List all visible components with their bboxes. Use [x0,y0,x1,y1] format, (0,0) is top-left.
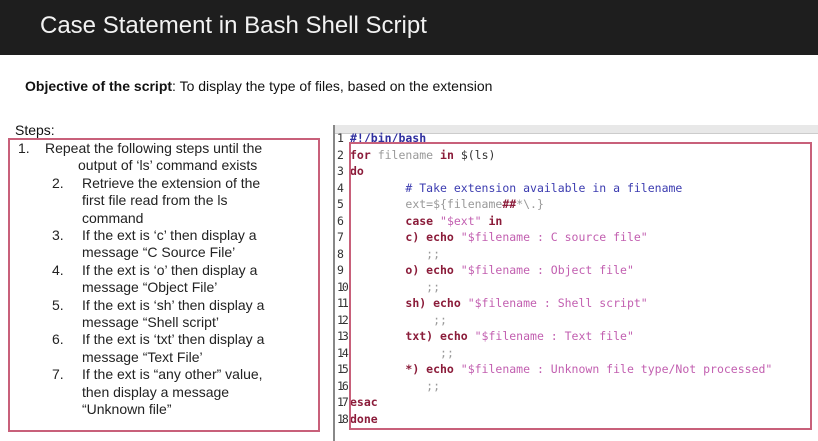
code-token: "$filename : Text file" [467,329,634,343]
code-token: *) echo [405,362,454,376]
code-token: case [405,213,434,228]
line-number: 11 [337,296,349,310]
line-number: 14 [337,345,349,360]
code-highlight-box [349,142,812,430]
code-token: sh) echo [405,296,461,310]
line-number: 1 [337,131,344,145]
steps-label: Steps: [15,122,55,138]
step-text: message “C Source File’ [82,244,236,261]
step-text: Retrieve the extension of the [82,174,261,191]
step-text: then display a message [82,383,230,400]
code-line: 14 ;; [337,346,454,362]
step-text: output of ‘ls’ command exists [78,157,258,174]
code-token: done [350,411,378,426]
line-number: 5 [337,197,344,211]
code-token: in [440,147,454,162]
line-number: 7 [337,230,344,244]
step-text: message “Shell script’ [82,313,219,330]
code-line: 3 do [337,164,364,180]
line-number: 9 [337,263,344,277]
step-number: 7. [52,366,64,383]
line-number: 13 [337,329,349,343]
line-number: 4 [337,180,344,195]
step-text: command [82,209,144,226]
step-text: message “Object File’ [82,279,218,296]
objective-label: Objective of the script [25,78,173,94]
code-token: esac [350,395,378,409]
step-text: If the ext is ‘o’ then display a [82,261,258,278]
code-token: # Take extension available in a filename [405,180,683,195]
step-text: If the ext is ‘txt’ then display a [82,331,265,348]
step-text: Repeat the following steps until the [45,140,263,156]
code-editor [333,125,818,441]
code-line: 11 sh) echo "$filename : Shell script" [337,296,648,312]
objective-text: : To display the type of files, based on… [172,78,493,94]
code-token: in [488,213,503,228]
code-token: do [350,164,364,178]
code-token: ## [502,197,517,211]
line-number: 17 [337,395,349,409]
step-number: 4. [52,261,64,278]
code-line: 5 ext=${filename##*\.} [337,197,544,213]
step-number: 2. [52,174,64,191]
editor-toolbar [335,125,818,134]
code-token: ;; [440,345,454,360]
objective: Objective of the script: To display the … [25,78,492,94]
code-token: ;; [426,378,441,393]
code-token: txt) echo [405,329,468,343]
step-number: 6. [52,331,64,348]
code-line: 16 ;; [337,379,440,395]
slide-title-bar: Case Statement in Bash Shell Script [0,0,818,55]
line-number: 10 [337,279,349,294]
code-token: c) echo [405,230,454,244]
code-token: filename [370,147,441,162]
step-text: “Unknown file” [82,400,172,417]
code-token: ;; [433,312,447,327]
line-number: 2 [337,147,344,162]
code-token: "$filename : Shell script" [460,296,648,310]
code-line: 10 ;; [337,280,440,296]
code-token: ;; [426,279,441,294]
code-line: 4 # Take extension available in a filena… [337,181,682,197]
code-token: for [350,147,371,162]
steps-highlight-box [8,138,320,432]
line-number: 15 [337,362,349,376]
line-number: 12 [337,312,349,327]
step-text: message “Text File’ [82,348,203,365]
step-number: 1. [18,140,30,156]
line-number: 6 [337,213,344,228]
code-token: "$filename : Unknown file type/Not proce… [453,362,773,376]
line-number: 16 [337,378,349,393]
code-token: #!/bin/bash [350,131,427,145]
code-token: $(ls) [453,147,496,162]
line-number: 18 [337,411,349,426]
code-line: 13 txt) echo "$filename : Text file" [337,329,634,345]
step-text: If the ext is “any other” value, [82,366,263,383]
step-text: If the ext is ‘sh’ then display a [82,296,265,313]
line-number: 8 [337,246,344,261]
code-line: 8 ;; [337,247,440,263]
step-number: 3. [52,227,64,243]
code-line: 6 case "$ext" in [337,214,502,230]
code-token: "$ext" [433,213,489,228]
slide-title: Case Statement in Bash Shell Script [40,12,427,39]
code-line: 12 ;; [337,313,447,329]
code-line: 2 for filename in $(ls) [337,148,495,164]
code-token: *\.} [516,197,544,211]
code-line: 15 *) echo "$filename : Unknown file typ… [337,362,772,378]
line-number: 3 [337,164,344,178]
step-number: 5. [52,296,64,313]
code-token: "$filename : C source file" [453,230,648,244]
code-line: 1 #!/bin/bash [337,131,426,147]
code-token: ;; [426,246,441,261]
step-text: first file read from the ls [82,192,228,209]
code-line: 7 c) echo "$filename : C source file" [337,230,648,246]
code-line: 9 o) echo "$filename : Object file" [337,263,634,279]
code-token: "$filename : Object file" [453,263,634,277]
code-token: o) echo [405,263,454,277]
step-text: If the ext is ‘c’ then display a [82,227,257,243]
code-token: ext=${filename [405,197,503,211]
